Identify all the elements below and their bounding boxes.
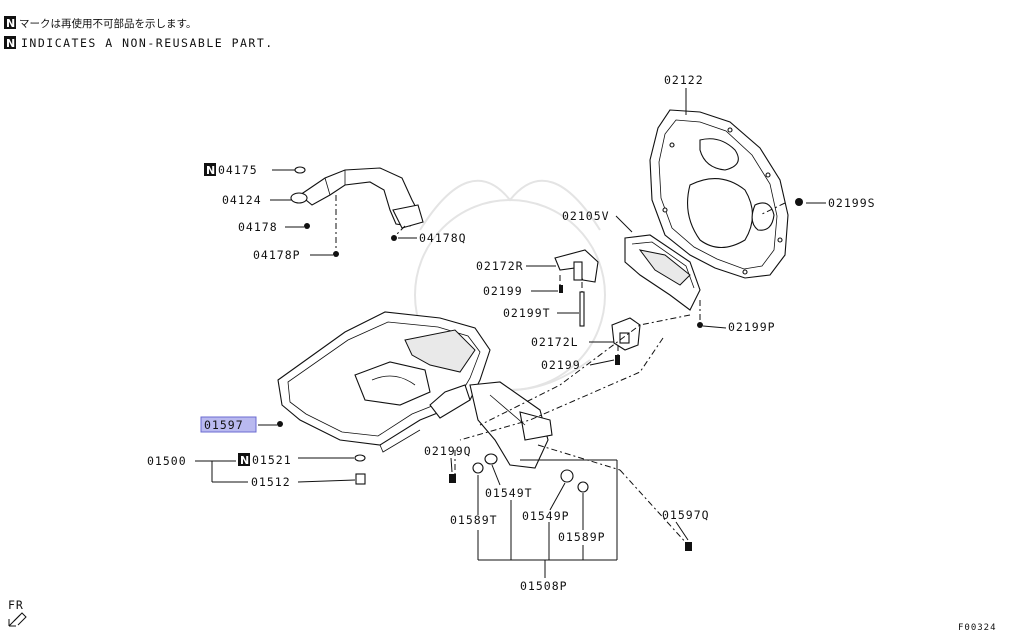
label-04175[interactable]: 04175 [218,163,258,177]
label-02199p[interactable]: 02199P [728,320,776,334]
label-04178q[interactable]: 04178Q [419,231,467,245]
label-02199-lower[interactable]: 02199 [541,358,581,372]
label-02105v[interactable]: 02105V [562,209,610,223]
label-02172l[interactable]: 02172L [531,335,579,349]
bolt-02199q[interactable] [449,474,456,483]
bolt-02199-lower[interactable] [615,355,620,365]
en-note: INDICATES A NON-REUSABLE PART. [21,36,274,50]
plug-01589p[interactable] [577,481,589,493]
n-mark-04175: N [206,164,215,177]
gasket-01521[interactable] [354,454,366,462]
label-04178p[interactable]: 04178P [253,248,301,262]
jp-note: マークは再使用不可部品を示します。 [19,17,196,30]
leader-lines [195,88,826,578]
label-02199s[interactable]: 02199S [828,196,876,210]
label-01597q[interactable]: 01597Q [662,508,710,522]
header-legend: N マークは再使用不可部品を示します。 N INDICATES A NON-RE… [4,16,274,50]
oil-pan[interactable] [277,311,491,453]
cap-01549p[interactable] [560,469,574,483]
selected-highlight [200,416,257,433]
n-mark-box [204,163,216,176]
footer: FR F00324 [8,598,997,633]
n-mark-box [4,36,16,49]
n-mark-box [4,16,16,29]
label-02199q[interactable]: 02199Q [424,444,472,458]
gasket-04175[interactable] [294,166,306,174]
alignment-lines [335,195,786,546]
label-01589t[interactable]: 01589T [450,513,498,527]
part-labels: 02122 02199S 02105V 02172R 02199 02199T … [147,73,876,593]
label-04178[interactable]: 04178 [238,220,278,234]
bracket-02172r[interactable] [554,249,599,283]
bracket-02172l[interactable] [611,317,641,351]
cover-bracket[interactable] [624,234,701,311]
n-mark-box [238,453,250,466]
label-01589p[interactable]: 01589P [558,530,606,544]
bolt-02199s[interactable] [795,198,803,206]
bolt-02199p[interactable] [697,322,703,328]
label-02199t[interactable]: 02199T [503,306,551,320]
n-mark-01521: N [240,454,249,467]
front-arrow-body [13,612,27,626]
bolt-04178[interactable] [304,223,310,229]
oil-strainer[interactable] [290,167,424,229]
bolt-02199t[interactable] [579,291,585,327]
bolt-02199[interactable] [559,285,563,293]
label-01549p[interactable]: 01549P [522,509,570,523]
pan-bracket[interactable] [469,381,553,469]
label-01521[interactable]: 01521 [252,453,292,467]
front-label: FR [8,598,24,612]
rear-plate[interactable] [649,109,789,279]
label-01549t[interactable]: 01549T [485,486,533,500]
drain-plug-01512[interactable] [355,473,366,485]
bolt-04178q[interactable] [391,235,397,241]
label-01508p[interactable]: 01508P [520,579,568,593]
label-01597[interactable]: 01597 [204,418,244,432]
bolt-01597[interactable] [277,421,283,427]
label-01512[interactable]: 01512 [251,475,291,489]
figure-code: F00324 [958,623,997,633]
cap-01549t[interactable] [484,453,498,465]
plug-01589t[interactable] [472,462,484,474]
label-04124[interactable]: 04124 [222,193,262,207]
label-02172r[interactable]: 02172R [476,259,524,273]
label-02122[interactable]: 02122 [664,73,704,87]
label-01500[interactable]: 01500 [147,454,187,468]
bolt-01597q[interactable] [685,542,692,551]
label-02199-upper[interactable]: 02199 [483,284,523,298]
bolt-04178p[interactable] [333,251,339,257]
n-mark: N [6,17,15,30]
n-mark: N [6,37,15,50]
